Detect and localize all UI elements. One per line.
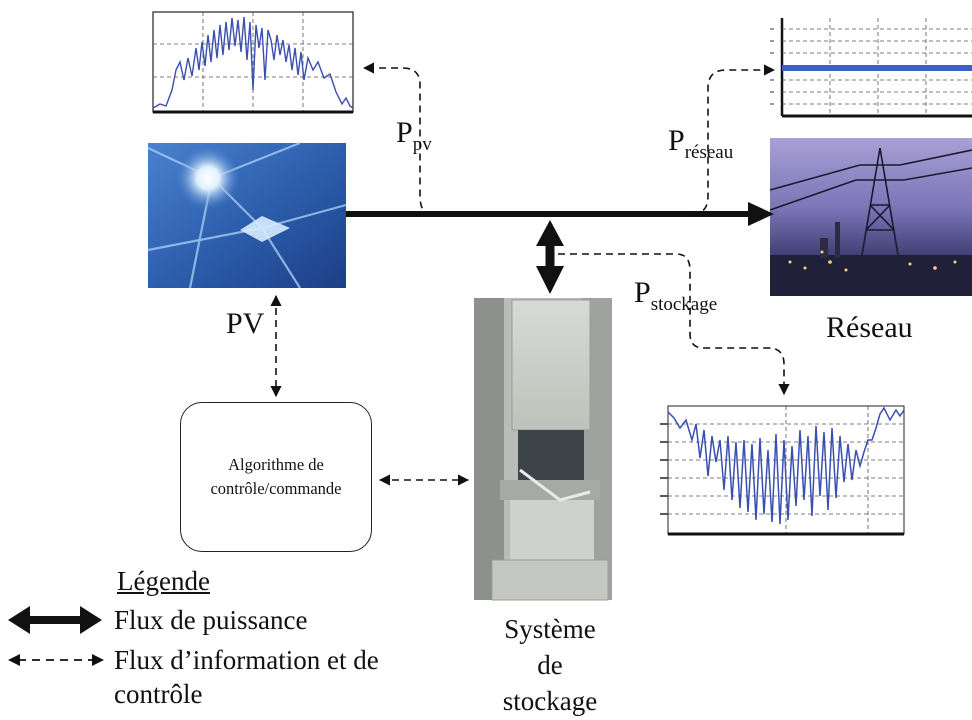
label-storage-system: Système de stockage [470, 612, 630, 720]
storage-label-line2: de [537, 649, 563, 680]
label-pv: PV [226, 307, 265, 340]
legend-title: Légende [117, 566, 210, 596]
label-p-pv: Ppv [396, 116, 432, 155]
storage-system-image [474, 298, 612, 601]
label-p-reseau: Préseau [668, 124, 734, 163]
algorithm-line2: contrôle/commande [210, 479, 342, 498]
label-p-stockage: Pstockage [634, 276, 718, 315]
storage-power-chart [660, 405, 905, 536]
storage-label-line1: Système [504, 614, 596, 644]
grid-image [769, 138, 972, 296]
power-flow-arrows [346, 202, 774, 294]
legend-info-flow-line2: contrôle [114, 678, 203, 709]
pv-power-chart [152, 11, 354, 114]
pv-panel-image [147, 141, 347, 289]
legend-info-flow-line1: Flux d’information et de [114, 645, 379, 675]
legend-power-flow-label: Flux de puissance [114, 605, 308, 635]
algorithm-line1: Algorithme de [228, 455, 324, 475]
storage-label-line3: stockage [502, 685, 598, 716]
control-algorithm-box: Algorithme de contrôle/commande [180, 402, 372, 552]
label-reseau: Réseau [826, 311, 913, 344]
grid-power-chart [770, 18, 972, 118]
legend-power-flow-icon [8, 606, 102, 634]
legend-info-flow-icon [8, 654, 104, 666]
info-flow-arrows [270, 62, 790, 486]
legend-info-flow-label: Flux d’information et de contrôle [114, 644, 379, 712]
